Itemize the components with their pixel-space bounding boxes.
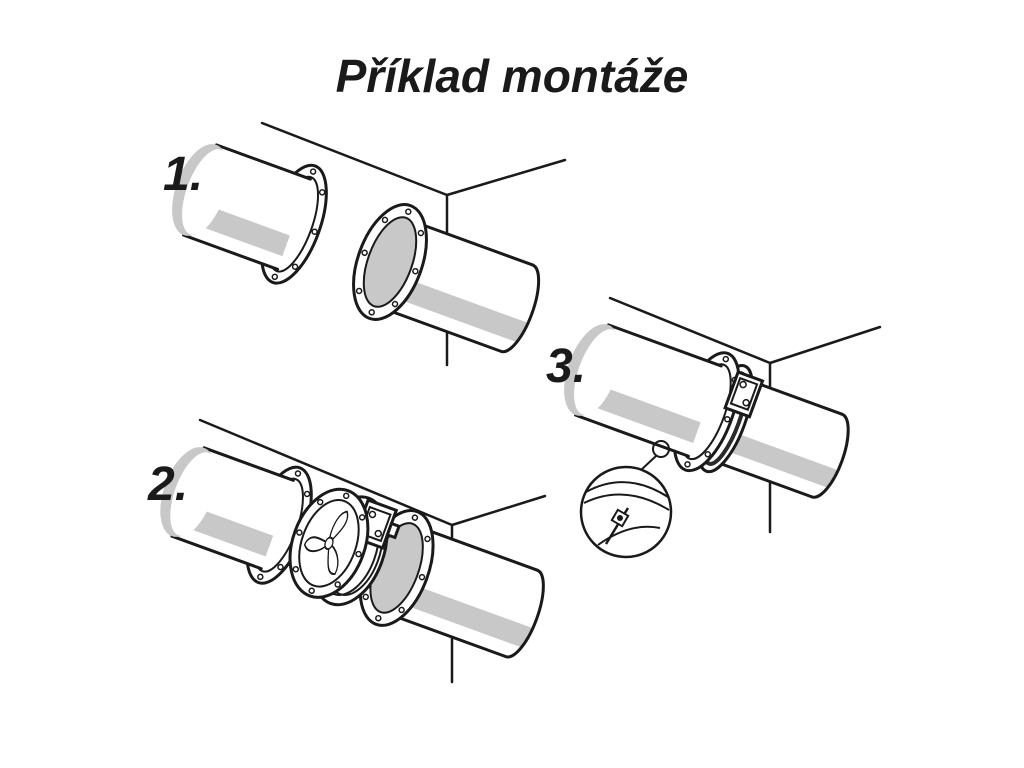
- bolt-hole: [704, 451, 712, 458]
- bolt-hole: [303, 490, 311, 498]
- detail-marker: [652, 440, 670, 458]
- fan-blade: [303, 536, 331, 553]
- step-1: 1.: [163, 121, 567, 367]
- bolt-hole: [271, 273, 279, 281]
- bolt-hole: [291, 263, 299, 270]
- flange-bolt-holes: [292, 492, 366, 595]
- bolt-hole: [417, 229, 425, 237]
- step3-pipe-open-end: [564, 324, 622, 416]
- detail-magnifier: [579, 465, 673, 559]
- bolt-hole: [418, 573, 426, 581]
- step1-number: 1.: [163, 148, 203, 201]
- bolt-hole: [412, 267, 419, 275]
- step3-assembly: [564, 323, 850, 499]
- step1-pipe-open-end: [172, 144, 230, 236]
- step2-duct-pipe: [160, 446, 295, 571]
- bolt-hole: [257, 573, 264, 581]
- bolt-hole: [381, 216, 389, 224]
- bolt-icon: [604, 507, 630, 545]
- step2-pipe-open-end: [160, 447, 217, 537]
- step-3: 3.: [546, 296, 882, 559]
- bolt-hole: [361, 249, 368, 257]
- bolt-hole: [309, 168, 317, 175]
- bolt-hole: [375, 614, 382, 622]
- step2-assembly: [160, 446, 545, 659]
- bolt-hole: [722, 355, 730, 363]
- bolt-hole: [405, 208, 412, 215]
- step3-detail-callout: [579, 440, 673, 559]
- flange-bolt-holes: [684, 355, 739, 468]
- step2-fan-ring: [288, 487, 370, 599]
- page-title: Příklad montáže: [336, 50, 689, 102]
- step3-number: 3.: [546, 340, 586, 393]
- bolt-hole: [316, 498, 324, 506]
- bolt-hole: [342, 492, 350, 500]
- fan-blade: [327, 541, 339, 575]
- screw-icon: [374, 529, 383, 538]
- bolt-hole: [355, 550, 362, 558]
- bolt-hole: [277, 563, 284, 571]
- flange-bolt-holes: [271, 168, 326, 281]
- step2-number: 2.: [147, 458, 188, 511]
- screw-icon: [368, 510, 377, 519]
- bolt-hole: [355, 287, 363, 295]
- step1-duct-pipe: [172, 143, 328, 285]
- screw-icon: [739, 380, 747, 389]
- bolt-hole: [398, 606, 405, 614]
- bolt-hole: [362, 593, 369, 601]
- bolt-hole: [724, 416, 731, 423]
- fan-impeller-icon: [303, 510, 349, 575]
- bolt-hole: [334, 581, 341, 588]
- bolt-hole: [368, 309, 375, 316]
- fan-blade: [328, 510, 349, 546]
- bolt-hole: [411, 514, 419, 521]
- step3-junction-box: [723, 370, 765, 419]
- step1-wall-pipe: [352, 203, 541, 354]
- bolt-hole: [358, 514, 366, 521]
- bolt-hole: [424, 535, 431, 543]
- fan-hub: [324, 536, 334, 551]
- bolt-hole: [292, 565, 300, 573]
- detail-leader-line: [640, 455, 657, 471]
- flange-bolt-holes: [355, 208, 425, 316]
- bolt-hole: [391, 300, 399, 308]
- bolt-hole: [308, 587, 315, 595]
- screw-icon: [742, 398, 750, 407]
- cable-gland: [385, 521, 401, 540]
- bolt-hole: [296, 529, 303, 536]
- bolt-hole: [311, 228, 318, 235]
- bolt-hole: [684, 461, 691, 468]
- bolt-hole: [294, 470, 302, 477]
- step-2: 2.: [147, 418, 547, 684]
- step1-wall-flange: [352, 203, 428, 321]
- bolt-hole: [318, 189, 326, 196]
